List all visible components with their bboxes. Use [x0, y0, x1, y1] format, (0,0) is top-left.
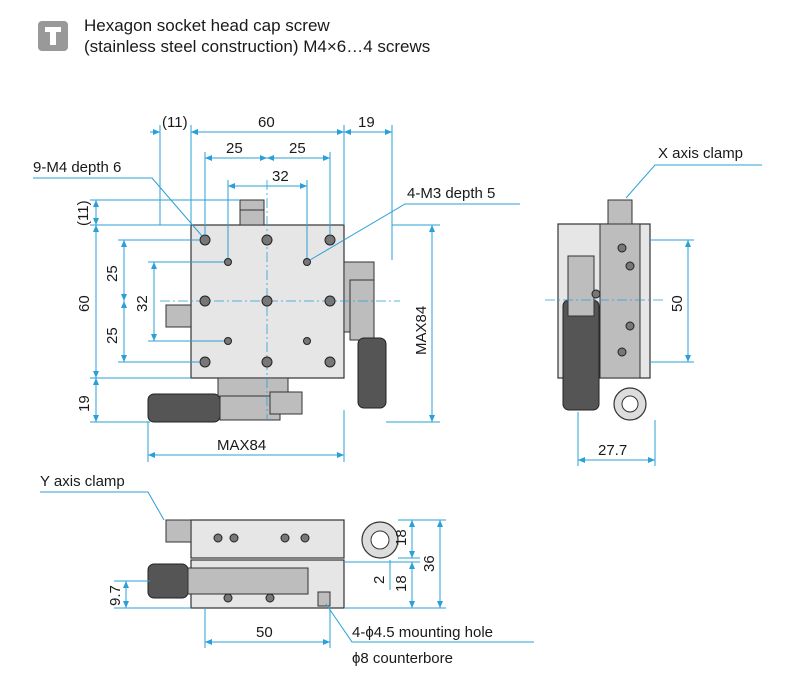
dim-19-top: 19	[358, 114, 375, 131]
dim-25-left-b: 25	[104, 327, 121, 344]
note-line-1: Hexagon socket head cap screw	[84, 16, 330, 35]
label-counterbore: ϕ8 counterbore	[352, 650, 453, 667]
label-y-clamp: Y axis clamp	[40, 473, 125, 490]
side-view: X axis clamp 50 27.7	[545, 145, 762, 466]
dim-2: 2	[371, 576, 388, 584]
dim-27-7: 27.7	[598, 442, 627, 459]
dim-60-top: 60	[258, 114, 275, 131]
dim-60-left: 60	[76, 295, 93, 312]
label-x-clamp: X axis clamp	[658, 145, 743, 162]
dim-36: 36	[421, 555, 438, 572]
note-line-2: (stainless steel construction) M4×6…4 sc…	[84, 37, 430, 56]
dim-32-left: 32	[134, 295, 151, 312]
note-block: Hexagon socket head cap screw (stainless…	[38, 16, 430, 56]
dim-18-b: 18	[393, 575, 410, 592]
m4-holes	[199, 234, 336, 368]
dim-25-a: 25	[226, 140, 243, 157]
m3-holes	[224, 258, 311, 345]
y-clamp-screw	[165, 519, 192, 543]
label-9m4: 9-M4 depth 6	[33, 159, 121, 176]
x-clamp-screw	[607, 199, 633, 225]
dim-11-top: (11)	[162, 114, 188, 131]
left-clamp-screw	[165, 304, 192, 328]
dim-19-left: 19	[76, 395, 93, 412]
x-micrometer	[343, 261, 387, 409]
dim-11-left: (11)	[75, 200, 92, 226]
front-view: Y axis clamp 18 36 2 18 9.7 50 4-ϕ4.5 mo…	[40, 473, 534, 667]
dim-max84-bottom: MAX84	[217, 437, 266, 454]
top-view: (11) 60 19 25 25 32 9-M4 depth 6 4-M3 de…	[33, 114, 520, 462]
dim-50-front: 50	[256, 624, 273, 641]
info-icon	[38, 21, 68, 51]
dim-9-7: 9.7	[107, 585, 124, 606]
dim-32-top: 32	[272, 168, 289, 185]
dim-18-a: 18	[393, 529, 410, 546]
label-mount-hole: 4-ϕ4.5 mounting hole	[352, 624, 493, 641]
dim-25-b: 25	[289, 140, 306, 157]
top-clamp-screw	[239, 199, 265, 226]
label-4m3: 4-M3 depth 5	[407, 185, 495, 202]
y-micrometer	[147, 377, 303, 423]
dim-max84-right: MAX84	[413, 306, 430, 355]
dim-25-left-a: 25	[104, 265, 121, 282]
dim-50-side: 50	[669, 295, 686, 312]
